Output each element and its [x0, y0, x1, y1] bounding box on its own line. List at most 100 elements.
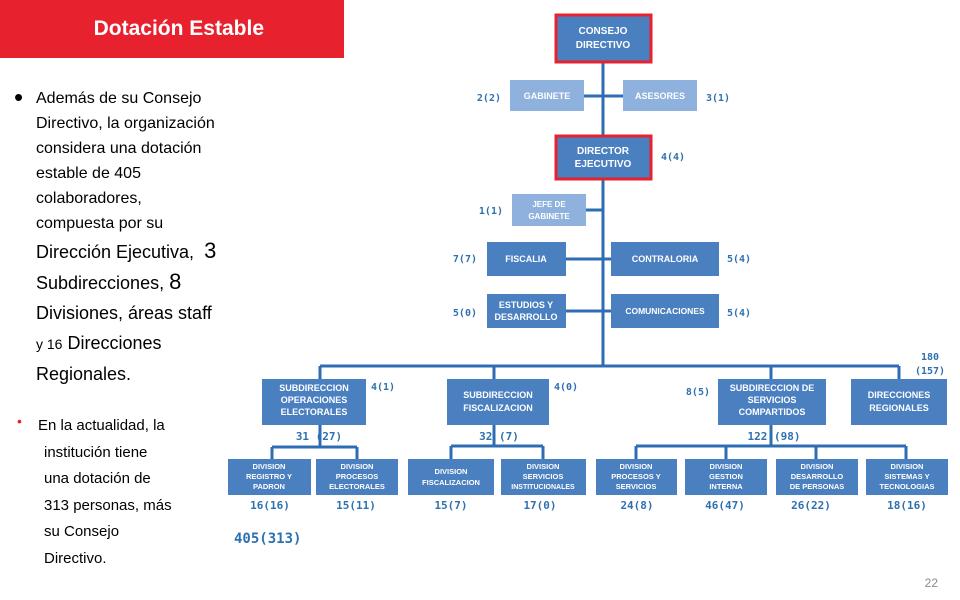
bullet1-line: Divisiones, áreas staff: [36, 303, 212, 323]
node-jefe-gabinete: JEFE DE GABINETE 1(1): [479, 194, 586, 226]
node-total: 122 (98): [748, 430, 801, 443]
page-title: Dotación Estable: [93, 17, 264, 40]
node-label: DESARROLLO: [791, 472, 844, 481]
bullet2-line: 313 personas, más: [44, 496, 172, 514]
node-count: 1(1): [479, 206, 503, 217]
node-label: FISCALIA: [505, 254, 547, 264]
node-subdireccion-servicios: SUBDIRECCION DE SERVICIOS COMPARTIDOS 8(…: [686, 379, 826, 443]
node-comunicaciones: COMUNICACIONES 5(4): [611, 294, 751, 328]
bullet-text-2: En la actualidad, la institución tiene u…: [38, 413, 219, 572]
node-fiscalia: FISCALIA 7(7): [453, 242, 566, 276]
node-count: 46(47): [705, 499, 745, 512]
node-label: PADRON: [253, 482, 285, 491]
node-label: DESARROLLO: [495, 312, 558, 322]
node-count: 4(1): [371, 382, 395, 393]
node-label: DIVISION: [710, 462, 743, 471]
node-division-desarrollo-personas: DIVISION DESARROLLO DE PERSONAS 26(22): [776, 459, 858, 512]
bullet-marker: •: [14, 82, 24, 112]
node-label: COMUNICACIONES: [625, 306, 705, 316]
node-division-procesos-servicios: DIVISION PROCESOS Y SERVICIOS 24(8): [596, 459, 677, 512]
bullet1-line: compuesta por su: [36, 215, 164, 232]
node-label: DIVISION: [253, 462, 286, 471]
page-number: 22: [924, 576, 938, 590]
bullet1-line: estable de 405: [36, 165, 141, 182]
bullet2-line: institución tiene: [44, 443, 148, 461]
node-label: DIVISION: [527, 462, 560, 471]
bullet1-line: Directivo, la organización: [36, 115, 215, 132]
node-label: GESTION: [709, 472, 743, 481]
node-subdireccion-fiscalizacion: SUBDIRECCION FISCALIZACION 4(0) 32 (7): [447, 379, 578, 443]
node-subdireccion-operaciones: SUBDIRECCION OPERACIONES ELECTORALES 4(1…: [262, 379, 395, 443]
node-total: 32 (7): [479, 430, 519, 443]
bullet1-line: Además de su Consejo: [36, 90, 202, 107]
node-label: DIVISION: [620, 462, 653, 471]
node-label: PROCESOS Y: [611, 472, 660, 481]
bullet1-number: 3: [204, 238, 217, 263]
node-label: OPERACIONES: [281, 395, 348, 405]
node-label: EJECUTIVO: [575, 159, 632, 170]
node-label: DIVISION: [801, 462, 834, 471]
bullet2-line: una dotación de: [44, 470, 151, 487]
bullet1-text: y 16: [36, 336, 63, 352]
node-count: 15(11): [336, 499, 376, 512]
node-count: 3(1): [706, 93, 730, 104]
node-label: DIVISION: [435, 467, 468, 476]
node-asesores: ASESORES 3(1): [623, 80, 730, 111]
node-label: GABINETE: [528, 212, 570, 221]
node-total: 31 (27): [296, 430, 342, 443]
grand-total: 405(313): [234, 531, 301, 547]
node-label: PROCESOS: [336, 472, 379, 481]
node-count: 2(2): [477, 93, 501, 104]
node-label: CONTRALORIA: [632, 254, 699, 264]
node-label: DIVISION: [341, 462, 374, 471]
node-consejo-directivo: CONSEJO DIRECTIVO: [554, 13, 653, 64]
node-label: CONSEJO: [579, 26, 628, 37]
bullet1-line: y 16 Direcciones: [36, 328, 276, 359]
node-label: SISTEMAS Y: [884, 472, 929, 481]
node-label: DIRECTIVO: [576, 40, 631, 51]
node-label: SERVICIOS: [523, 472, 564, 481]
node-count: 24(8): [620, 499, 653, 512]
node-label: INTERNA: [709, 482, 743, 491]
node-count: 15(7): [434, 499, 467, 512]
node-label: INSTITUCIONALES: [511, 484, 575, 491]
node-label: DIVISION: [891, 462, 924, 471]
node-label: ELECTORALES: [281, 407, 348, 417]
bullet2-line: su Consejo: [44, 523, 120, 540]
org-connectors: [270, 62, 908, 459]
node-count: 5(0): [453, 308, 477, 319]
bullet1-text: Dirección Ejecutiva,: [36, 242, 195, 262]
bullet1-line: Dirección Ejecutiva, 3: [36, 236, 276, 267]
node-label: ELECTORALES: [329, 482, 385, 491]
node-division-servicios-institucionales: DIVISION SERVICIOS INSTITUCIONALES 17(0): [501, 459, 586, 512]
bullet2-line: En la actualidad, la: [38, 417, 165, 434]
node-count: 5(4): [727, 308, 751, 319]
node-count: 4(4): [661, 152, 685, 163]
node-label: SUBDIRECCION: [279, 383, 349, 393]
node-direcciones-regionales: DIRECCIONES REGIONALES 180 (157): [851, 352, 947, 425]
node-label: REGISTRO Y: [246, 472, 292, 481]
node-label: DIRECCIONES: [868, 390, 931, 400]
node-division-gestion-interna: DIVISION GESTION INTERNA 46(47): [685, 459, 767, 512]
bullet1-text: Subdirecciones,: [36, 273, 165, 293]
node-director-ejecutivo: DIRECTOR EJECUTIVO 4(4): [554, 134, 685, 181]
node-label: ESTUDIOS Y: [499, 300, 553, 310]
node-count: 8(5): [686, 387, 710, 398]
bullet1-line: considera una dotación: [36, 140, 202, 157]
bullet2-line: Directivo.: [44, 549, 107, 567]
node-label: COMPARTIDOS: [739, 407, 806, 417]
node-count: 4(0): [554, 382, 578, 393]
node-label: JEFE DE: [532, 200, 566, 209]
node-label: REGIONALES: [869, 403, 929, 413]
node-count: 16(16): [250, 499, 290, 512]
node-count: 17(0): [523, 499, 556, 512]
bullet-marker: •: [17, 413, 22, 429]
bullet1-number: 8: [169, 269, 182, 294]
node-label: ASESORES: [635, 91, 685, 101]
node-count: 18(16): [887, 499, 927, 512]
bullet1-line: Regionales.: [36, 364, 132, 384]
node-division-fiscalizacion: DIVISION FISCALIZACION 15(7): [408, 459, 494, 512]
node-label: GABINETE: [524, 91, 571, 101]
node-division-procesos-electorales: DIVISION PROCESOS ELECTORALES 15(11): [316, 459, 398, 512]
